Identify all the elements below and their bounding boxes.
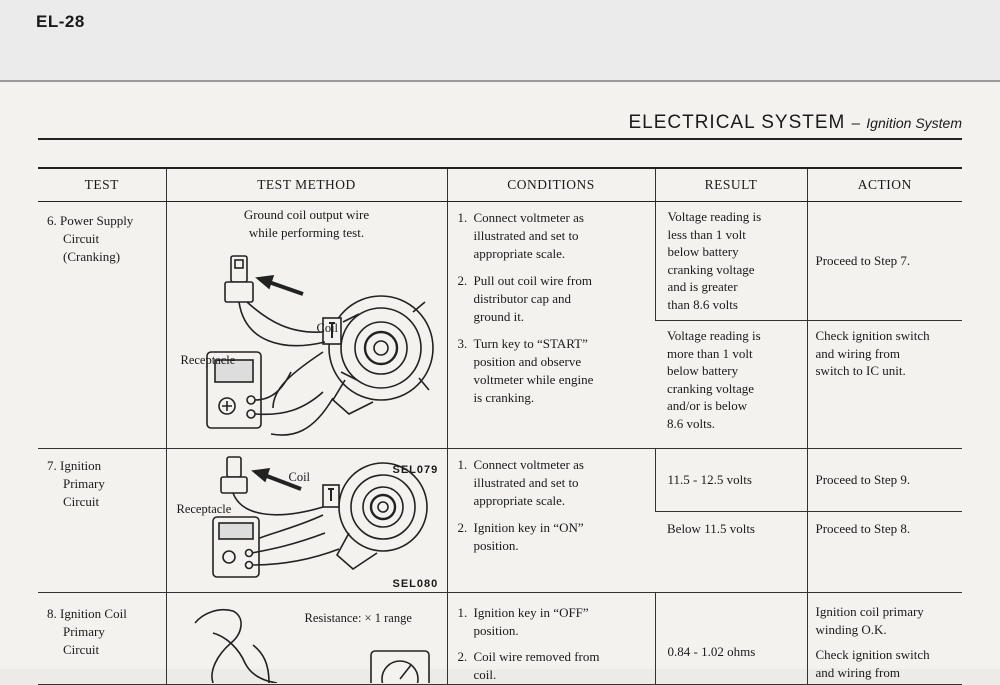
receptacle-label-6: Receptacle [180, 353, 236, 367]
conditions-cell-6: 1. Connect voltmeter as illustrated and … [446, 201, 655, 449]
condition-7-2: 2. Ignition key in “ON” position. [457, 520, 584, 553]
result-6b: Voltage reading is more than 1 volt belo… [667, 328, 761, 431]
conditions-list-8: 1. Ignition key in “OFF” position. 2. Co… [448, 593, 655, 684]
test-table: TEST TEST METHOD CONDITIONS RESULT ACTIO… [38, 167, 962, 685]
action-6b: Check ignition switch and wiring from sw… [815, 328, 930, 379]
conditions-cell-8: 1. Ignition key in “OFF” position. 2. Co… [446, 592, 655, 685]
test-cell-6: 6. Power Supply Circuit (Cranking) [38, 201, 166, 449]
header-test: TEST [38, 167, 166, 202]
action-7a: Proceed to Step 9. [815, 472, 911, 488]
table-header-row: TEST TEST METHOD CONDITIONS RESULT ACTIO… [38, 167, 962, 202]
ohmmeter-coil-diagram-8 [193, 608, 430, 683]
result-cell-7b: Below 11.5 volts [655, 511, 807, 593]
result-6a: Voltage reading is less than 1 volt belo… [667, 209, 762, 312]
header-test-method: TEST METHOD [165, 167, 447, 202]
table-row-step-6: 6. Power Supply Circuit (Cranking) Groun… [38, 201, 962, 476]
condition-7-1: 1. Connect voltmeter as illustrated and … [457, 457, 584, 508]
header-action: ACTION [806, 167, 962, 202]
action-cell-6b: Check ignition switch and wiring from sw… [806, 320, 962, 449]
method-text-6: Ground coil output wire while performing… [243, 207, 370, 240]
header-result: RESULT [654, 167, 807, 202]
conditions-cell-7: 1. Connect voltmeter as illustrated and … [446, 448, 655, 593]
conditions-list-7: 1. Connect voltmeter as illustrated and … [448, 449, 655, 555]
voltmeter-coil-distributor-diagram-7 [211, 456, 428, 578]
action-cell-8: Ignition coil primary winding O.K. Check… [806, 592, 962, 685]
test-name-8: 8. Ignition Coil Primary Circuit [47, 606, 127, 657]
section-title: ELECTRICAL SYSTEM [628, 112, 846, 133]
resistance-range-label: Resistance: × 1 range [304, 611, 412, 625]
condition-6-2: 2. Pull out coil wire from distributor c… [457, 273, 592, 324]
header-rule [38, 138, 962, 140]
condition-8-1: 1. Ignition key in “OFF” position. [457, 605, 589, 638]
voltmeter-coil-distributor-diagram-6 [205, 255, 434, 436]
condition-8-2: 2. Coil wire removed from coil. [457, 649, 600, 682]
method-cell-7: Coil Receptacle SEL080 [165, 448, 447, 593]
previous-page-strip: EL-28 [0, 0, 1000, 82]
action-cell-6a: Proceed to Step 7. [806, 201, 962, 322]
result-cell-8: 0.84 - 1.02 ohms [654, 592, 807, 685]
coil-label-6: Coil [316, 321, 339, 335]
condition-6-1: 1. Connect voltmeter as illustrated and … [457, 210, 584, 261]
result-8: 0.84 - 1.02 ohms [667, 644, 756, 659]
action-8: Ignition coil primary winding O.K. Check… [815, 604, 930, 680]
table-row-step-6b: Voltage reading is more than 1 volt belo… [38, 320, 962, 449]
header-conditions: CONDITIONS [446, 167, 655, 202]
page-number: EL-28 [36, 12, 85, 31]
action-cell-7a: Proceed to Step 9. [806, 448, 962, 512]
result-cell-7a: 11.5 - 12.5 volts [654, 448, 807, 512]
result-cell-6b: Voltage reading is more than 1 volt belo… [655, 320, 807, 449]
method-cell-6: Ground coil output wire while performing… [165, 201, 447, 476]
action-7b: Proceed to Step 8. [815, 521, 911, 536]
coil-label-7: Coil [288, 470, 311, 484]
figure-code-7: SEL080 [392, 578, 439, 590]
conditions-list-6: 1. Connect voltmeter as illustrated and … [448, 202, 655, 407]
result-7a: 11.5 - 12.5 volts [667, 472, 752, 488]
result-7b: Below 11.5 volts [667, 521, 755, 536]
running-head: ELECTRICAL SYSTEM – Ignition System [628, 112, 962, 134]
condition-6-3: 3. Turn key to “START” position and obse… [457, 336, 594, 405]
test-cell-8: 8. Ignition Coil Primary Circuit [38, 592, 166, 685]
action-6a: Proceed to Step 7. [815, 253, 911, 269]
section-dash: – [851, 115, 860, 132]
section-subtitle: Ignition System [866, 115, 962, 131]
result-cell-6a: Voltage reading is less than 1 volt belo… [654, 201, 807, 322]
table-row-step-7: 7. Ignition Primary Circuit [38, 448, 962, 593]
method-cell-8: Resistance: × 1 range [165, 592, 447, 685]
receptacle-label-7: Receptacle [176, 502, 232, 516]
test-cell-7: 7. Ignition Primary Circuit [38, 448, 166, 593]
table-row-step-8: 8. Ignition Coil Primary Circuit [38, 592, 962, 685]
test-name-7: 7. Ignition Primary Circuit [47, 458, 105, 509]
test-name-6: 6. Power Supply Circuit (Cranking) [47, 213, 134, 264]
table-row-step-7b: Below 11.5 volts Proceed to Step 8. [38, 511, 962, 593]
action-cell-7b: Proceed to Step 8. [806, 511, 962, 593]
